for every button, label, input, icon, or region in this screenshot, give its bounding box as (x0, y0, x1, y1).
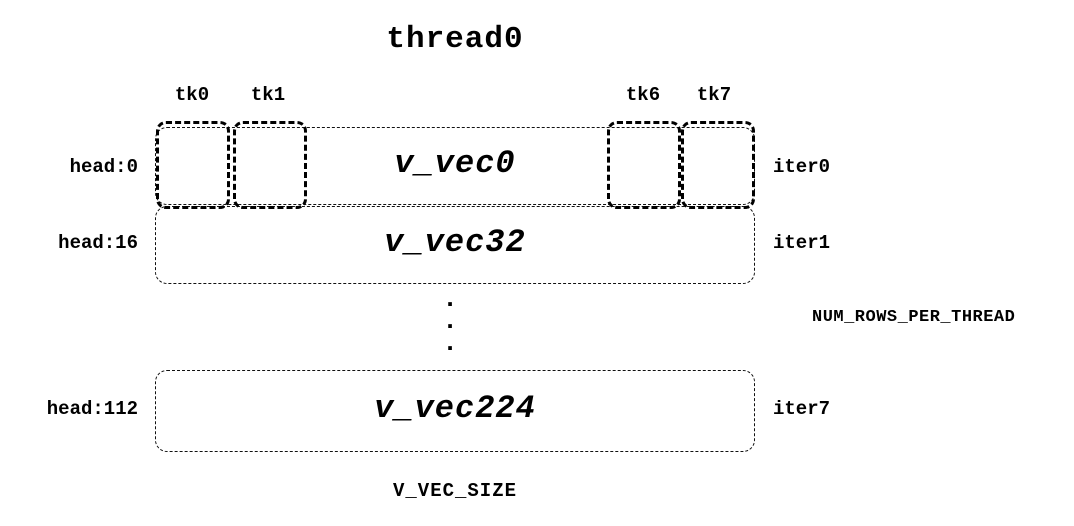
tk0-label: tk0 (174, 84, 210, 106)
tk7-box (681, 121, 755, 209)
tk1-label: tk1 (250, 84, 286, 106)
iter0-label: iter0 (773, 156, 831, 178)
num-rows-per-thread-label: NUM_ROWS_PER_THREAD (812, 308, 1016, 327)
row-iter1-box (155, 206, 755, 284)
tk6-box (607, 121, 681, 209)
ellipsis-dot: . (442, 328, 458, 358)
tk1-box (233, 121, 307, 209)
head-16-label: head:16 (58, 232, 138, 254)
iter7-label: iter7 (773, 398, 831, 420)
diagram-title: thread0 (386, 22, 524, 57)
v-vec0-label: v_vec0 (394, 145, 516, 182)
v-vec-size-label: V_VEC_SIZE (392, 480, 518, 502)
head-112-label: head:112 (46, 398, 138, 420)
iter1-label: iter1 (773, 232, 831, 254)
ellipsis-dot: . (442, 306, 458, 336)
tk7-label: tk7 (696, 84, 732, 106)
v-vec224-label: v_vec224 (374, 390, 536, 427)
vertical-ellipsis: . . . (440, 284, 460, 358)
tk0-box (156, 121, 230, 209)
v-vec32-label: v_vec32 (384, 224, 526, 261)
row-iter7-box (155, 370, 755, 452)
tk6-label: tk6 (625, 84, 661, 106)
head-0-label: head:0 (69, 156, 138, 178)
ellipsis-dot: . (442, 284, 458, 314)
